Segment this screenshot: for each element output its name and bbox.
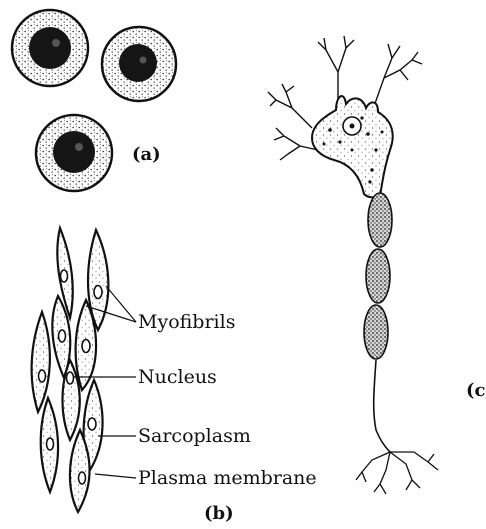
neuron bbox=[268, 36, 438, 494]
round-cell bbox=[36, 115, 112, 191]
myelin-sheath bbox=[364, 193, 392, 359]
axon-terminals bbox=[356, 452, 438, 494]
callout-nucleus: Nucleus bbox=[138, 366, 217, 388]
round-cell bbox=[12, 10, 88, 86]
callout-plasma-membrane: Plasma membrane bbox=[138, 467, 317, 489]
callout-myofibrils: Myofibrils bbox=[138, 311, 235, 333]
panel-a-label: (a) bbox=[132, 144, 161, 165]
panel-c-label: (c) bbox=[466, 380, 486, 401]
callout-sarcoplasm: Sarcoplasm bbox=[138, 425, 251, 447]
neuron-cell-body bbox=[312, 96, 393, 197]
panel-b-label: (b) bbox=[204, 503, 234, 524]
muscle-fibre bbox=[32, 312, 50, 412]
round-cell bbox=[102, 27, 176, 101]
axon bbox=[374, 360, 390, 452]
neuron-nucleus bbox=[343, 117, 361, 135]
